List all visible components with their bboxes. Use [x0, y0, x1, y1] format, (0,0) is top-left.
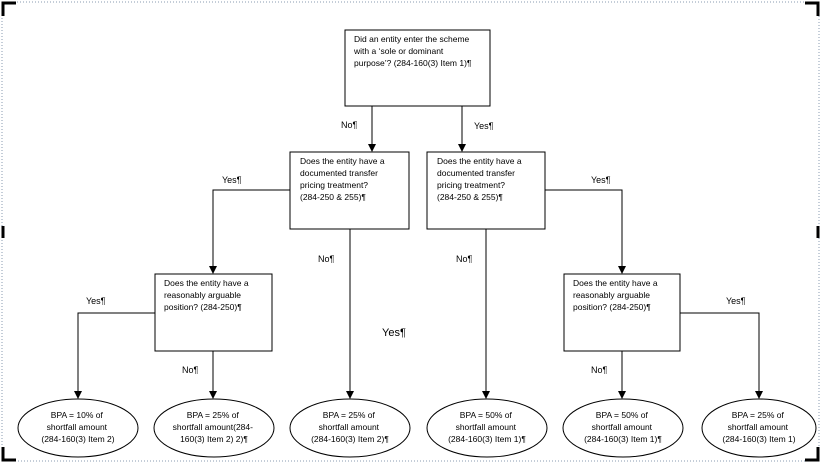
outcome-4-text: BPA = 50% of shortfall amount (284-160(3… — [448, 410, 526, 444]
decision-left-arguable-text: Does the entity have a reasonably arguab… — [164, 278, 251, 312]
outcome-6-text: BPA = 25% of shortfall amount (284-160(3… — [722, 410, 795, 444]
edge-left-q-yes — [209, 189, 290, 274]
decision-right-arguable: Does the entity have a reasonably arguab… — [563, 273, 681, 352]
edge-label-left-q-yes: Yes¶ — [222, 175, 242, 185]
decision-left-arguable: Does the entity have a reasonably arguab… — [154, 273, 273, 352]
edge-right-arg-yes — [680, 312, 763, 399]
edge-label-left-q-no: No¶ — [318, 254, 335, 264]
edge-label-left-arg-no: No¶ — [182, 365, 199, 375]
edge-label-right-q-yes: Yes¶ — [591, 175, 611, 185]
outcome-2-text: BPA = 25% of shortfall amount(284- 160(3… — [173, 410, 256, 444]
connectors — [74, 106, 763, 399]
decision-right-arguable-text: Does the entity have a reasonably arguab… — [573, 278, 660, 312]
decision-right-transfer-pricing: Does the entity have a documented transf… — [426, 151, 546, 230]
edge-label-left-arg-yes: Yes¶ — [86, 296, 106, 306]
decision-right-transfer-pricing-text: Does the entity have a documented transf… — [437, 156, 524, 202]
outcome-4: BPA = 50% of shortfall amount (284-160(3… — [426, 398, 548, 458]
edge-label-mid-yes: Yes¶ — [382, 327, 406, 339]
decision-root: Did an entity enter the scheme with a ‘s… — [344, 29, 491, 107]
outcome-3-text: BPA = 25% of shortfall amount (284-160(3… — [311, 410, 389, 444]
edge-label-root-no: No¶ — [341, 120, 358, 130]
decision-left-transfer-pricing-text: Does the entity have a documented transf… — [300, 156, 387, 202]
decision-left-transfer-pricing: Does the entity have a documented transf… — [289, 151, 410, 230]
outcome-3: BPA = 25% of shortfall amount (284-160(3… — [289, 398, 411, 458]
outcome-1: BPA = 10% of shortfall amount (284-160(3… — [17, 398, 139, 458]
edge-labels: No¶ Yes¶ Yes¶ No¶ No¶ Yes¶ Yes¶ No¶ Yes¶… — [86, 120, 746, 375]
outcome-1-text: BPA = 10% of shortfall amount (284-160(3… — [41, 410, 114, 444]
edge-label-right-q-no: No¶ — [456, 254, 473, 264]
edge-label-right-arg-no: No¶ — [591, 365, 608, 375]
outcome-2: BPA = 25% of shortfall amount(284- 160(3… — [153, 398, 275, 458]
decision-root-text: Did an entity enter the scheme with a ‘s… — [353, 34, 472, 68]
outcome-5-text: BPA = 50% of shortfall amount (284-160(3… — [584, 410, 662, 444]
edge-label-root-yes: Yes¶ — [474, 121, 494, 131]
outcome-5: BPA = 50% of shortfall amount (284-160(3… — [562, 398, 684, 458]
edge-label-right-arg-yes: Yes¶ — [726, 296, 746, 306]
edge-left-arg-yes — [74, 312, 155, 399]
outcome-6: BPA = 25% of shortfall amount (284-160(3… — [701, 398, 817, 458]
edge-right-q-yes — [545, 189, 626, 274]
